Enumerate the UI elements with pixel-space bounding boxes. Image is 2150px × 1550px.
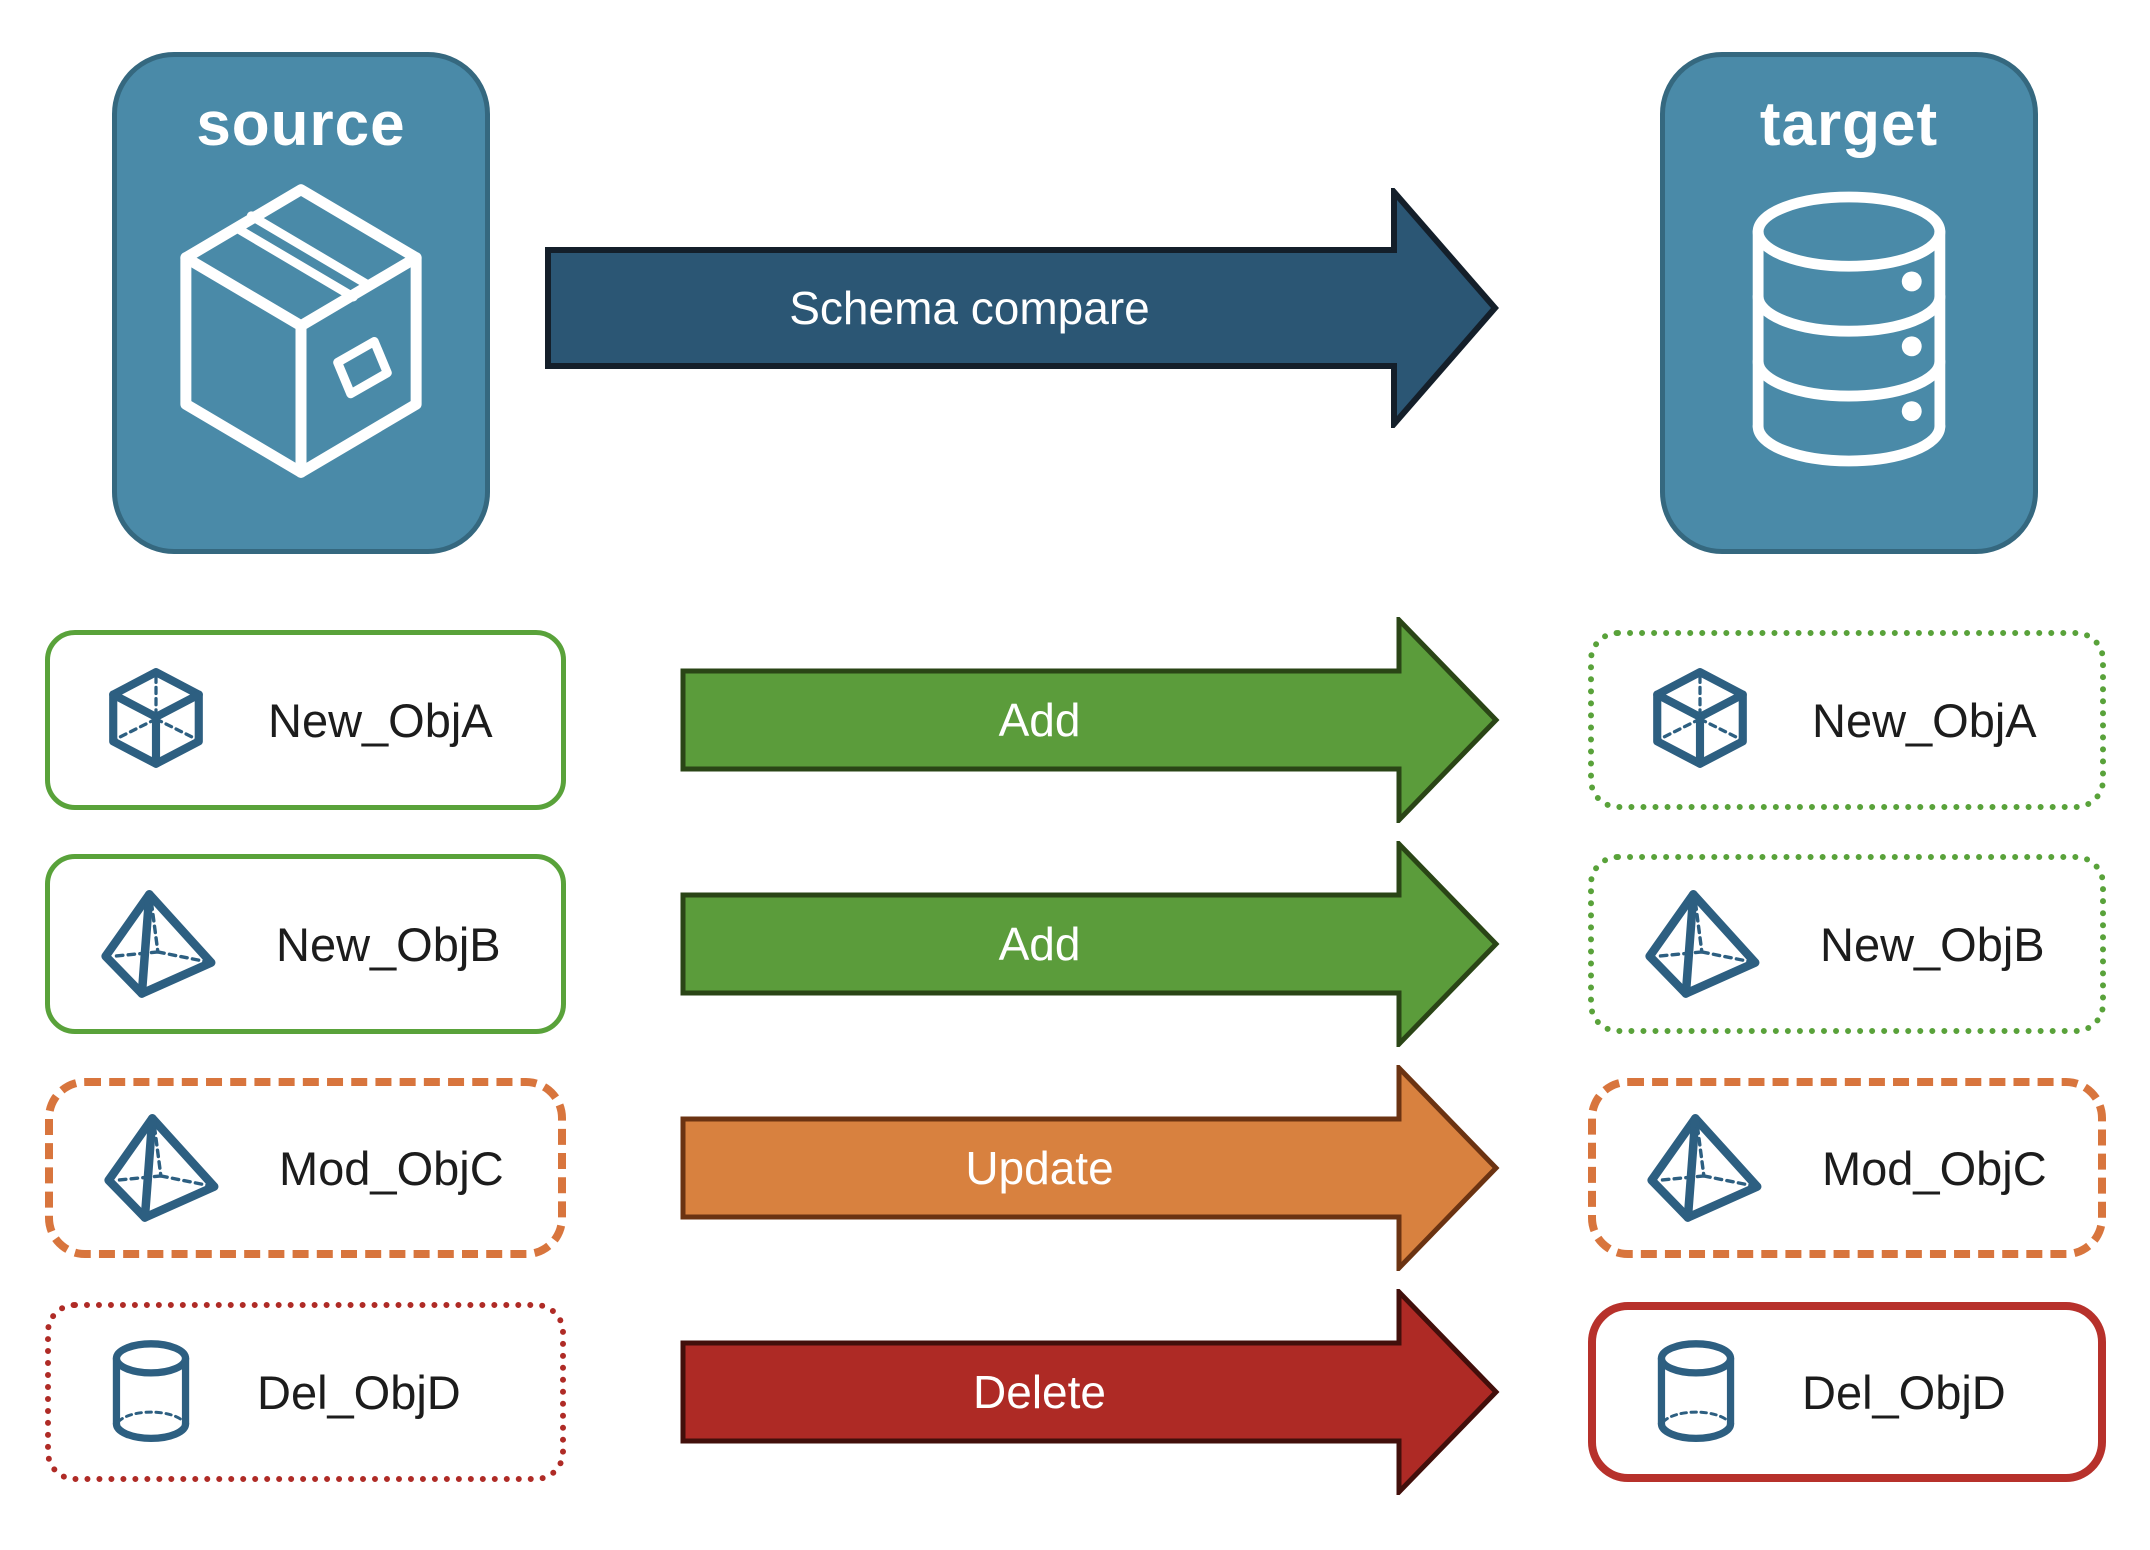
target-panel: target	[1660, 52, 2038, 554]
object-label: Del_ObjD	[257, 1365, 461, 1419]
source-object-new-objb: New_ObjB	[45, 854, 566, 1034]
target-object-new-objb: New_ObjB	[1588, 854, 2106, 1034]
add-arrow-label: Add	[998, 694, 1081, 746]
update-arrow-label: Update	[965, 1142, 1114, 1194]
object-label: New_ObjA	[268, 693, 493, 747]
cube-icon	[1653, 668, 1747, 768]
object-label: Del_ObjD	[1802, 1365, 2006, 1419]
delete-arrow-shape	[680, 1285, 1500, 1499]
update-arrow-shape	[680, 1061, 1500, 1275]
schema-compare-arrow-shape	[545, 183, 1499, 433]
schema-compare-arrow-label: Schema compare	[789, 282, 1150, 334]
source-object-new-obja: New_ObjA	[45, 630, 566, 810]
cube-icon	[109, 668, 203, 768]
target-title: target	[1759, 90, 1939, 159]
object-label: New_ObjA	[1812, 693, 2037, 747]
add-arrow-objb: Add	[680, 837, 1500, 1051]
add-arrow-label: Add	[998, 918, 1081, 970]
target-object-del-objd: Del_ObjD	[1588, 1302, 2106, 1482]
cylinder-icon	[112, 1340, 190, 1442]
source-panel: source	[112, 52, 490, 554]
schema-compare-arrow: Schema compare	[545, 183, 1500, 433]
add-arrow-obja: Add	[680, 613, 1500, 827]
package-icon	[180, 184, 422, 478]
database-icon	[1752, 191, 1946, 467]
pyramid-icon	[1645, 889, 1760, 998]
source-object-mod-objc: Mod_ObjC	[45, 1078, 566, 1258]
object-label: New_ObjB	[1820, 917, 2045, 971]
add-arrow-shape	[680, 613, 1500, 827]
source-object-del-objd: Del_ObjD	[45, 1302, 566, 1482]
object-label: Mod_ObjC	[279, 1141, 504, 1195]
pyramid-icon	[1647, 1113, 1762, 1222]
target-object-mod-objc: Mod_ObjC	[1588, 1078, 2106, 1258]
source-title: source	[196, 90, 406, 159]
pyramid-icon	[104, 1113, 219, 1222]
object-label: Mod_ObjC	[1822, 1141, 2047, 1195]
pyramid-icon	[101, 889, 216, 998]
target-object-new-obja: New_ObjA	[1588, 630, 2106, 810]
update-arrow-objc: Update	[680, 1061, 1500, 1275]
cylinder-icon	[1657, 1340, 1735, 1442]
add-arrow-shape	[680, 837, 1500, 1051]
object-label: New_ObjB	[276, 917, 501, 971]
delete-arrow-objd: Delete	[680, 1285, 1500, 1499]
delete-arrow-label: Delete	[973, 1366, 1106, 1418]
